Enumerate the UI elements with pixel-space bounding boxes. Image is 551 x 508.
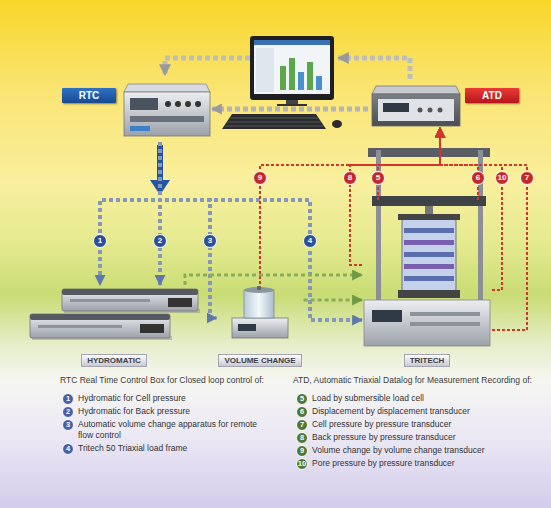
callout-number: 4 bbox=[62, 443, 74, 455]
connector bbox=[100, 142, 160, 285]
callout-number: 5 bbox=[371, 171, 385, 185]
connector bbox=[160, 142, 216, 318]
pump-pair: HYDROMATIC bbox=[25, 285, 203, 367]
atd-unit bbox=[372, 86, 460, 126]
legend-text: Pore pressure by pressure transducer bbox=[312, 458, 542, 469]
volume-change-unit: VOLUME CHANGE bbox=[216, 284, 303, 367]
callout-number: 3 bbox=[203, 234, 217, 248]
callout-number: 1 bbox=[93, 234, 107, 248]
legend-heading: ATD, Automatic Triaxial Datalog for Meas… bbox=[293, 375, 532, 386]
control-box: RTC bbox=[60, 78, 212, 142]
computer bbox=[222, 36, 342, 129]
legend-text: Cell pressure by pressure transducer bbox=[312, 419, 542, 430]
device-tag: ATD bbox=[465, 88, 519, 103]
hydromatic-pumps bbox=[30, 289, 200, 340]
device-label: HYDROMATIC bbox=[81, 354, 147, 367]
callout-number: 9 bbox=[296, 445, 308, 457]
device-label: TRITECH bbox=[404, 354, 451, 367]
legend-heading: RTC Real Time Control Box for Closed loo… bbox=[60, 375, 264, 386]
callout-number: 6 bbox=[471, 171, 485, 185]
connector bbox=[304, 299, 362, 302]
connector bbox=[440, 128, 527, 330]
datalog-box: ATD bbox=[368, 80, 521, 128]
callout-number: 4 bbox=[303, 234, 317, 248]
callout-number: 7 bbox=[520, 171, 534, 185]
callout-number: 10 bbox=[495, 171, 509, 185]
callout-number: 3 bbox=[62, 419, 74, 431]
connector bbox=[212, 107, 368, 112]
device-label: VOLUME CHANGE bbox=[218, 354, 301, 367]
connector bbox=[260, 128, 440, 284]
legend-text: Displacement by displacement transducer bbox=[312, 406, 542, 417]
legend-text: Load by submersible load cell bbox=[312, 393, 542, 404]
callout-number: 7 bbox=[296, 419, 308, 431]
callout-number: 8 bbox=[296, 432, 308, 444]
connector bbox=[378, 128, 440, 200]
load-frame: TRITECH bbox=[362, 200, 492, 367]
connector bbox=[350, 128, 440, 265]
legend-text: Automatic volume change apparatus for re… bbox=[78, 419, 263, 441]
callout-number: 10 bbox=[296, 458, 308, 470]
callout-number: 5 bbox=[296, 393, 308, 405]
legend-text: Hydromatic for Back pressure bbox=[78, 406, 263, 417]
volume-change-apparatus bbox=[232, 286, 288, 338]
connector bbox=[185, 275, 362, 285]
connector bbox=[440, 128, 502, 290]
callout-number: 8 bbox=[343, 171, 357, 185]
legend-text: Hydromatic for Cell pressure bbox=[78, 393, 263, 404]
callout-number: 2 bbox=[62, 406, 74, 418]
device-tag: RTC bbox=[62, 88, 116, 103]
callout-number: 1 bbox=[62, 393, 74, 405]
rtc-unit bbox=[124, 84, 210, 136]
legend-text: Volume change by volume change transduce… bbox=[312, 445, 542, 456]
callout-number: 9 bbox=[253, 171, 267, 185]
legend-text: Tritech 50 Triaxial load frame bbox=[78, 443, 263, 454]
callout-number: 2 bbox=[153, 234, 167, 248]
callout-number: 6 bbox=[296, 406, 308, 418]
legend-text: Back pressure by pressure transducer bbox=[312, 432, 542, 443]
tritech-load-frame bbox=[364, 148, 490, 346]
